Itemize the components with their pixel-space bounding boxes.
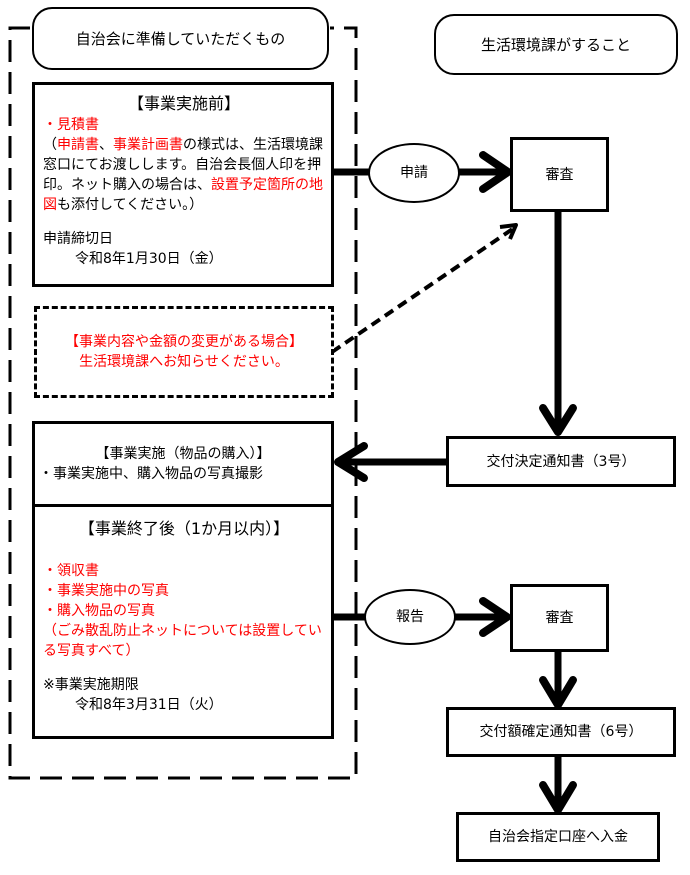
report-arrowhead — [479, 597, 511, 637]
change-notice-line2: 生活環境課へお知らせください。 — [79, 354, 289, 370]
change-dashed-arrow — [330, 226, 516, 354]
grant-amount-confirm-label: 交付額確定通知書（6号） — [479, 724, 643, 740]
review2-down-arrowhead — [539, 676, 577, 709]
report-label: 報告 — [396, 609, 424, 625]
review1-down-arrowhead — [539, 404, 577, 436]
before-implementation-box: 【事業実施前】 ・見積書 （申請書、事業計画書の様式は、生活環境課窓口にてお渡し… — [32, 82, 334, 287]
apply-ellipse: 申請 — [368, 143, 460, 203]
review-label-1: 審査 — [545, 166, 574, 183]
report-ellipse: 報告 — [364, 589, 456, 645]
before-deadline-value: 令和8年1月30日（金） — [75, 251, 223, 267]
before-title: 【事業実施前】 — [127, 94, 240, 113]
payment-label: 自治会指定口座へ入金 — [488, 829, 628, 845]
during-implementation-box: 【事業実施（物品の購入）】 ・事業実施中、購入物品の写真撮影 — [32, 421, 334, 507]
apply-arrowhead — [479, 151, 512, 193]
during-title: 【事業実施（物品の購入）】 — [95, 446, 271, 462]
grant-decision-label: 交付決定通知書（3号） — [486, 453, 636, 470]
header-residents-association: 自治会に準備していただくもの — [32, 7, 329, 70]
grant-decision-notice-box: 交付決定通知書（3号） — [446, 436, 676, 487]
after-item-receipt: ・領収書 — [43, 563, 99, 579]
before-paragraph: （申請書、事業計画書の様式は、生活環境課窓口にてお渡しします。自治会長個人印を押… — [43, 137, 323, 213]
payment-box: 自治会指定口座へ入金 — [456, 812, 660, 862]
header-left-label: 自治会に準備していただくもの — [75, 29, 286, 48]
review-box-1: 審査 — [510, 137, 609, 212]
decision-left-arrowhead — [334, 442, 368, 482]
after-item-photo-goods: ・購入物品の写真 — [43, 603, 155, 619]
review-box-2: 審査 — [510, 584, 609, 652]
during-item: ・事業実施中、購入物品の写真撮影 — [39, 466, 263, 482]
after-item-photo-during: ・事業実施中の写真 — [43, 583, 169, 599]
before-deadline-label: 申請締切日 — [43, 231, 113, 247]
change-notice-box: 【事業内容や金額の変更がある場合】 生活環境課へお知らせください。 — [34, 306, 334, 398]
header-right-label: 生活環境課がすること — [480, 35, 631, 54]
header-environment-division: 生活環境課がすること — [434, 14, 678, 75]
change-notice-line1: 【事業内容や金額の変更がある場合】 — [65, 334, 303, 350]
after-deadline-label: ※事業実施期限 — [43, 677, 139, 693]
change-dashed-arrowhead — [499, 223, 518, 240]
review-label-2: 審査 — [545, 610, 574, 626]
before-item-estimate: ・見積書 — [43, 117, 99, 133]
confirm-down-arrowhead — [539, 781, 577, 814]
apply-label: 申請 — [400, 165, 428, 181]
after-deadline-value: 令和8年3月31日（火） — [75, 697, 223, 713]
after-note: （ごみ散乱防止ネットについては設置している写真すべて） — [43, 623, 322, 659]
after-implementation-box: 【事業終了後（1か月以内）】 ・領収書 ・事業実施中の写真 ・購入物品の写真 （… — [32, 504, 334, 739]
grant-amount-confirm-notice-box: 交付額確定通知書（6号） — [446, 707, 676, 757]
after-title: 【事業終了後（1か月以内）】 — [78, 519, 290, 538]
